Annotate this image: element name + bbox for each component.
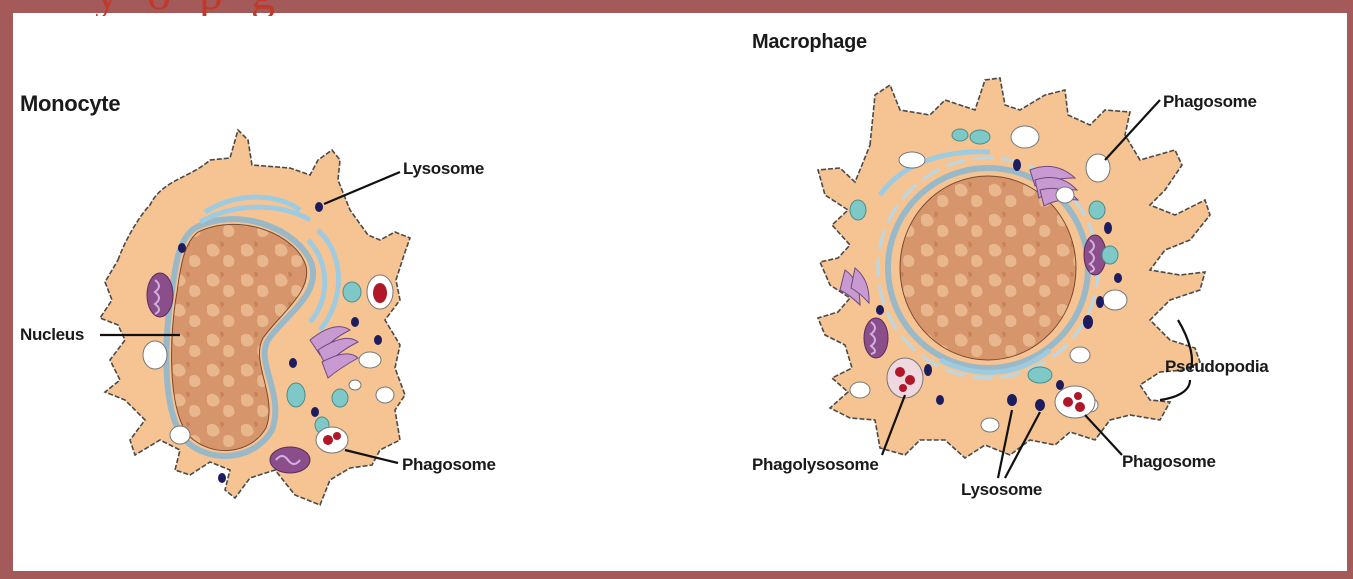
monocyte-title: Monocyte	[20, 91, 120, 117]
macrophage-phagosome	[1055, 386, 1095, 418]
monocyte-label-phagosome: Phagosome	[402, 455, 496, 475]
monocyte-label-lysosome: Lysosome	[403, 159, 484, 179]
macrophage-label-phagosome-top: Phagosome	[1163, 92, 1257, 112]
macrophage-title: Macrophage	[752, 31, 867, 54]
macrophage-label-phagolysosome: Phagolysosome	[752, 455, 878, 475]
monocyte-label-nucleus: Nucleus	[20, 325, 84, 345]
macrophage-label-lysosome: Lysosome	[961, 480, 1042, 500]
macrophage-cell	[818, 78, 1210, 478]
macrophage-label-pseudopodia: Pseudopodia	[1165, 357, 1268, 377]
monocyte-cell	[100, 130, 410, 505]
macrophage-label-phagosome-bottom: Phagosome	[1122, 452, 1216, 472]
